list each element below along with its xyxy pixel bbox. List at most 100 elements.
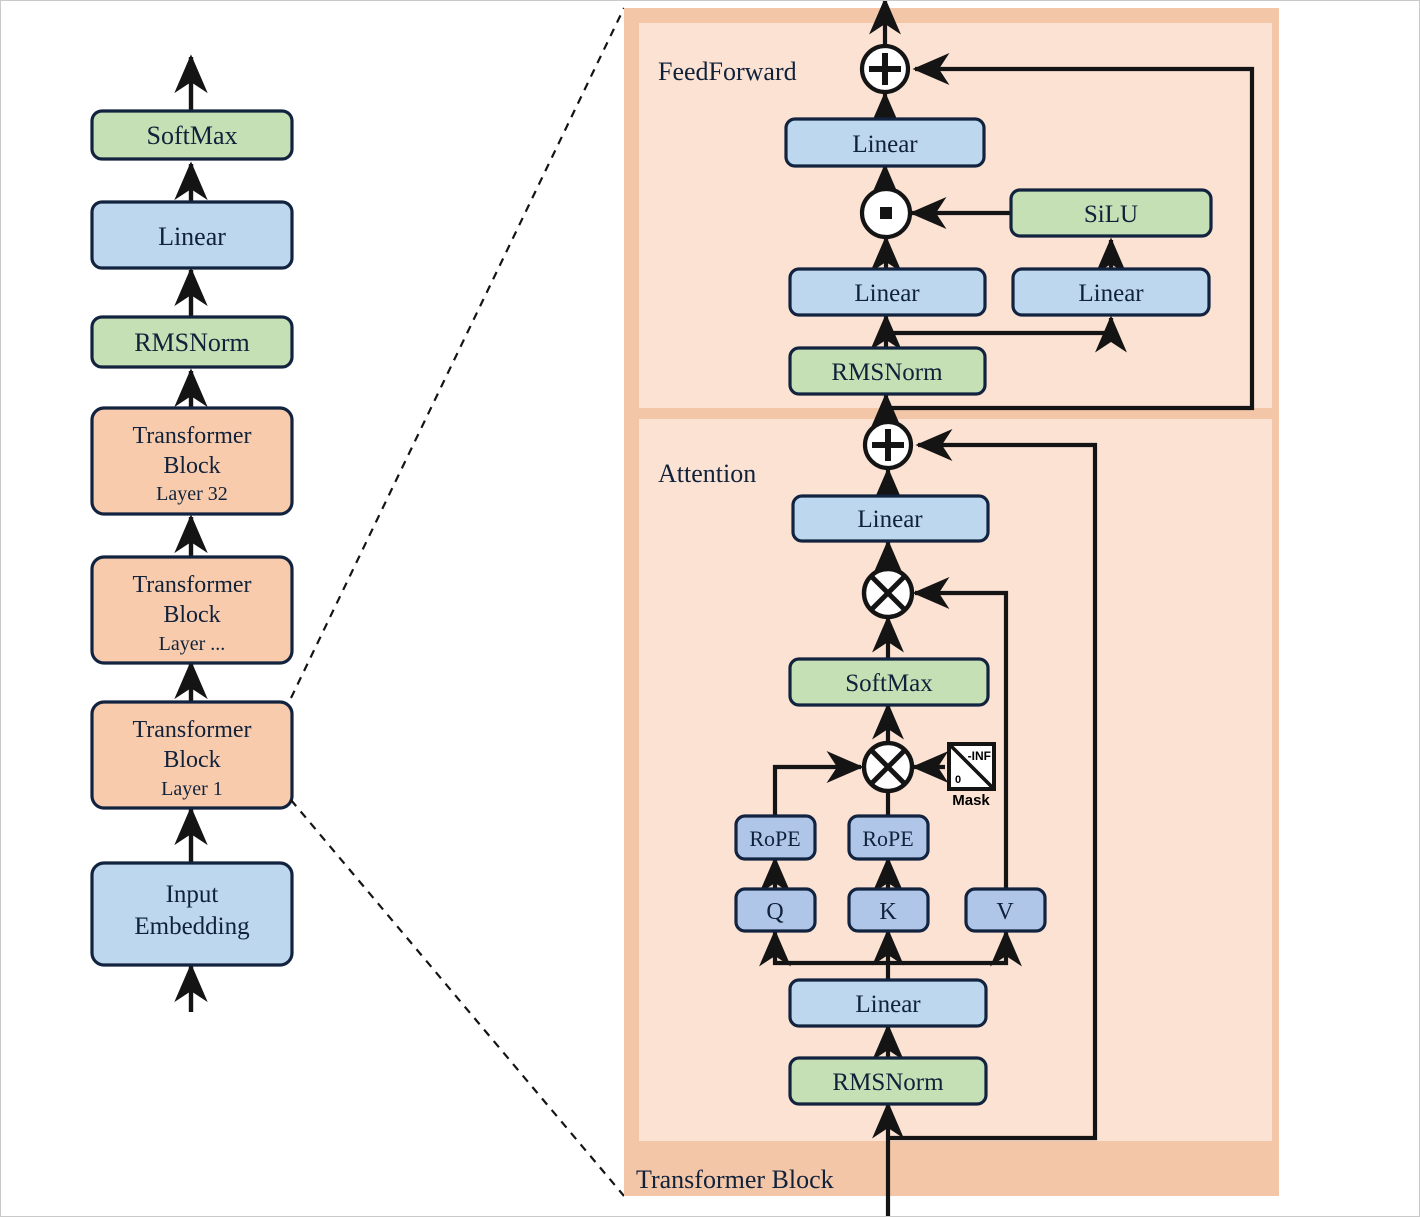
attn-rope-q-node[interactable]: RoPE [734,814,817,861]
mask-caption: Mask [952,792,990,809]
transformer-block-detail-panel: FeedForward Attention Transformer Block [624,0,1279,1217]
attn-v-label: V [996,899,1014,925]
attn-v-box[interactable] [964,887,1047,933]
blockdots-sublabel: Layer ... [159,633,226,655]
feedforward-section-label: FeedForward [658,57,797,86]
feedforward-wires [869,0,1255,432]
ff-linear-up-node[interactable]: Linear [788,267,987,317]
attn-linear-qkv-label: Linear [855,991,921,1018]
ff-linear-gate-box[interactable] [1011,267,1211,317]
attn-mulv-x2 [870,575,906,611]
attn-rmsnorm-box[interactable] [788,1056,988,1106]
wire-ropeq-mulqk [772,751,864,816]
ff-linear-up-box[interactable] [788,267,987,317]
attn-rope-k-node[interactable]: RoPE [847,814,930,861]
attn-linear-out-box[interactable] [791,494,990,543]
block1-label-line1: Transformer [132,717,251,743]
attn-rope-q-label: RoPE [749,826,800,851]
attn-rope-q-box[interactable] [734,814,817,861]
attn-rmsnorm-label: RMSNorm [832,1069,944,1096]
attn-linear-qkv-box[interactable] [788,978,988,1028]
attn-rope-k-label: RoPE [862,826,913,851]
model-pipeline: SoftMax Linear RMSNorm Transformer Block… [90,54,294,1012]
block1-sublabel: Layer 1 [161,778,223,800]
mask-icon: -INF 0 Mask [947,742,996,809]
input-embedding-box[interactable] [90,861,294,967]
ff-rmsnorm-node[interactable]: RMSNorm [788,346,987,396]
attn-linear-out-label: Linear [857,506,923,533]
block32-box[interactable] [90,406,294,516]
linear-box[interactable] [90,200,294,270]
blockdots-label-line2: Block [163,602,220,628]
softmax-label: SoftMax [147,121,238,150]
attn-softmax-label: SoftMax [845,670,933,697]
wire-linear-q [759,929,888,967]
rmsnorm-box[interactable] [90,315,294,369]
input-embedding-label-line2: Embedding [134,913,250,940]
softmax-box[interactable] [90,109,294,161]
ff-linear-out-node[interactable]: Linear [784,117,986,168]
attn-k-node[interactable]: K [847,887,930,933]
mask-neg-inf-label: -INF [968,749,991,763]
input-embedding-label-line1: Input [166,881,219,908]
attn-mulqk-x2 [870,749,906,785]
ff-mul-dot [880,207,892,219]
ff-elementwise-mul-node [859,186,913,240]
attn-softmax-node[interactable]: SoftMax [788,657,990,707]
attn-rmsnorm-node[interactable]: RMSNorm [788,1056,988,1106]
attn-v-node[interactable]: V [964,887,1047,933]
attn-k-box[interactable] [847,887,930,933]
attention-section-label: Attention [658,459,756,488]
mask-icon-diagonal [949,744,994,789]
callout-line-top [290,7,625,699]
pipeline-node-linear[interactable]: Linear [90,200,294,270]
ff-linear-out-label: Linear [852,131,918,158]
mask-zero-label: 0 [955,774,961,786]
wire-v-mulv [912,577,1009,888]
blockdots-box[interactable] [90,555,294,665]
ff-linear-out-box[interactable] [784,117,986,168]
ff-silu-box[interactable] [1009,188,1213,238]
linear-label: Linear [158,222,226,251]
ff-add-node [859,43,911,95]
rmsnorm-label: RMSNorm [134,328,250,357]
block1-box[interactable] [90,700,294,810]
wire-attn-residual [888,429,1098,1141]
pipeline-node-softmax[interactable]: SoftMax [90,109,294,161]
wire-ff-residual [886,53,1255,411]
attn-linear-out-node[interactable]: Linear [791,494,990,543]
wire-ff-rmsnorm-lineargate [886,315,1127,353]
pipeline-node-input-embedding[interactable]: Input Embedding [90,861,294,967]
zoom-callout-lines [290,7,625,1197]
ff-silu-label: SiLU [1084,201,1138,228]
pipeline-node-blockdots[interactable]: Transformer Block Layer ... [90,555,294,665]
ff-silu-node[interactable]: SiLU [1009,188,1213,238]
attn-q-label: Q [766,899,783,925]
block32-sublabel: Layer 32 [156,483,228,505]
pipeline-node-block1[interactable]: Transformer Block Layer 1 [90,700,294,810]
attn-mul-qk-node [861,740,915,794]
ff-rmsnorm-box[interactable] [788,346,987,396]
attn-k-label: K [879,899,897,925]
callout-line-bottom [290,799,625,1197]
ff-linear-up-label: Linear [854,280,920,307]
blockdots-label-line1: Transformer [132,572,251,598]
attn-rope-k-box[interactable] [847,814,930,861]
ff-linear-gate-label: Linear [1078,280,1144,307]
block32-label-line1: Transformer [132,423,251,449]
attn-add-node [862,419,914,471]
pipeline-node-block32[interactable]: Transformer Block Layer 32 [90,406,294,516]
attn-q-node[interactable]: Q [734,887,817,933]
ff-rmsnorm-label: RMSNorm [831,359,943,386]
attn-linear-qkv-node[interactable]: Linear [788,978,988,1028]
attn-softmax-box[interactable] [788,657,990,707]
wire-linear-v [888,929,1022,967]
ff-linear-gate-node[interactable]: Linear [1011,267,1211,317]
attn-mul-v-node [861,566,915,620]
block32-label-line2: Block [163,453,220,479]
attn-q-box[interactable] [734,887,817,933]
detail-panel-outer-label: Transformer Block [636,1165,834,1194]
pipeline-node-rmsnorm[interactable]: RMSNorm [90,315,294,369]
